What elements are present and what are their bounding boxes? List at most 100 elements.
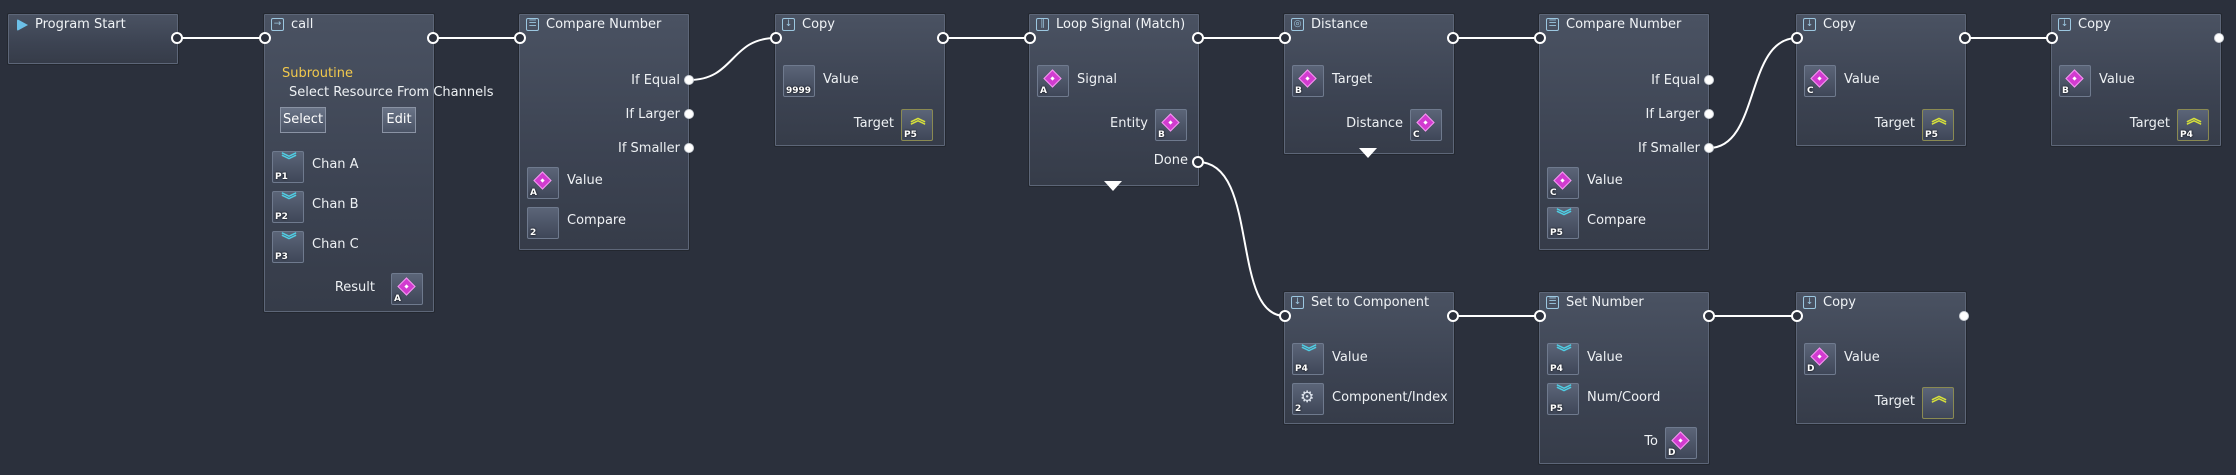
copy-node[interactable]: ↓ Copy C Value Target ︽P5 [1796,14,1966,146]
set-to-component-node[interactable]: ↓ Set to Component ︾P4 Value ⚙2 Componen… [1284,292,1454,424]
input-port[interactable] [1534,310,1546,322]
compare-number-node[interactable]: ☰ Compare Number If Equal If Larger If S… [1539,14,1709,250]
compare-slot[interactable]: ︾P5 [1547,207,1579,239]
target-slot[interactable]: ︽P5 [1922,109,1954,141]
copy-node[interactable]: ↓ Copy D Value Target ︽ [1796,292,1966,424]
value-slot[interactable]: B [2059,65,2091,97]
input-port[interactable] [2046,32,2058,44]
register-diamond-icon [1416,113,1435,132]
component-label: Component/Index [1332,390,1448,405]
subroutine-label: Subroutine [282,66,353,81]
node-header: ◎ Distance [1285,15,1453,35]
wire-compare1-copy1 [688,37,777,81]
output-port[interactable] [1447,32,1459,44]
param-label: Chan B [312,197,359,212]
compare-number-node[interactable]: ☰ Compare Number If Equal If Larger If S… [519,14,689,250]
param-label: Chan A [312,157,359,172]
input-port[interactable] [1791,32,1803,44]
edit-button[interactable]: Edit [382,107,416,133]
to-slot[interactable]: D [1665,427,1697,459]
copy-arrow-icon: ↓ [2058,18,2071,31]
value-label: Value [1844,350,1880,365]
copy-arrow-icon: ↓ [782,18,795,31]
call-node[interactable]: → call Subroutine Select Resource From C… [264,14,493,312]
param-slot-chan-b[interactable]: ︾P2 [272,191,304,223]
value-label: Value [2099,72,2135,87]
if-larger-port[interactable] [1704,109,1714,119]
value-slot[interactable]: ︾P4 [1547,343,1579,375]
register-diamond-icon [1043,69,1062,88]
param-chevron-icon: ︾ [1301,343,1317,361]
target-slot[interactable]: B [1292,65,1324,97]
value-slot[interactable]: C [1547,167,1579,199]
value-label: Value [1844,72,1880,87]
input-port[interactable] [1024,32,1036,44]
copy-arrow-icon: ↓ [1803,18,1816,31]
input-port[interactable] [1534,32,1546,44]
distance-node[interactable]: ◎ Distance B Target Distance C [1284,14,1454,154]
output-port[interactable] [1192,32,1204,44]
output-port[interactable] [937,32,949,44]
input-port[interactable] [514,32,526,44]
output-port[interactable] [1959,311,1969,321]
distance-slot[interactable]: C [1410,109,1442,141]
entity-slot[interactable]: B [1155,109,1187,141]
copy-node[interactable]: ↓ Copy 9999 Value Target ︽P5 [775,14,945,146]
if-equal-port[interactable] [684,75,694,85]
output-label-if-smaller: If Smaller [1638,141,1700,156]
output-port[interactable] [1959,32,1971,44]
component-slot[interactable]: ⚙2 [1292,383,1324,415]
value-slot[interactable]: C [1804,65,1836,97]
input-port[interactable] [1791,310,1803,322]
num-coord-slot[interactable]: ︾P5 [1547,383,1579,415]
value-slot[interactable]: D [1804,343,1836,375]
target-slot[interactable]: ︽ [1922,387,1954,419]
loop-icon: ∥ [1036,18,1049,31]
register-diamond-icon [1161,113,1180,132]
signal-slot[interactable]: A [1037,65,1069,97]
if-equal-port[interactable] [1704,75,1714,85]
param-slot-chan-a[interactable]: ︾P1 [272,151,304,183]
input-port[interactable] [1279,32,1291,44]
output-port[interactable] [171,32,183,44]
entity-label: Entity [1110,116,1148,131]
input-port[interactable] [259,32,271,44]
output-port[interactable] [2214,33,2224,43]
value-slot[interactable]: A [527,167,559,199]
node-header: Program Start [9,15,177,35]
target-slot[interactable]: ︽P5 [901,109,933,141]
if-smaller-port[interactable] [1704,143,1714,153]
output-port[interactable] [1447,310,1459,322]
node-title: Set to Component [1311,295,1430,310]
program-start-node[interactable]: Program Start [8,14,178,64]
if-larger-port[interactable] [684,109,694,119]
expand-triangle-icon[interactable] [1359,148,1377,158]
node-title: Copy [1823,295,1856,310]
expand-triangle-icon[interactable] [1104,181,1122,191]
input-port[interactable] [770,32,782,44]
target-label: Target [2129,116,2170,131]
copy-node[interactable]: ↓ Copy B Value Target ︽P4 [2051,14,2221,146]
loop-signal-node[interactable]: ∥ Loop Signal (Match) A Signal Entity B … [1029,14,1199,186]
set-arrow-icon: ↓ [1291,296,1304,309]
input-port[interactable] [1279,310,1291,322]
wire-compare2-copy2 [1708,37,1798,149]
param-slot-chan-c[interactable]: ︾P3 [272,231,304,263]
subroutine-description: Select Resource From Channels [289,85,494,100]
value-slot[interactable]: ︾P4 [1292,343,1324,375]
output-port[interactable] [1703,310,1715,322]
node-title: Compare Number [546,17,662,32]
select-button[interactable]: Select [280,107,326,133]
target-chevron-icon: ︽ [2186,109,2202,127]
set-number-node[interactable]: ☰ Set Number ︾P4 Value ︾P5 Num/Coord To … [1539,292,1709,464]
done-port[interactable] [1192,156,1204,168]
value-slot[interactable]: 9999 [783,65,815,97]
if-smaller-port[interactable] [684,143,694,153]
distance-label: Distance [1346,116,1403,131]
compare-slot[interactable]: 2 [527,207,559,239]
target-slot[interactable]: ︽P4 [2177,109,2209,141]
output-port[interactable] [427,32,439,44]
result-slot[interactable]: A [391,273,423,305]
